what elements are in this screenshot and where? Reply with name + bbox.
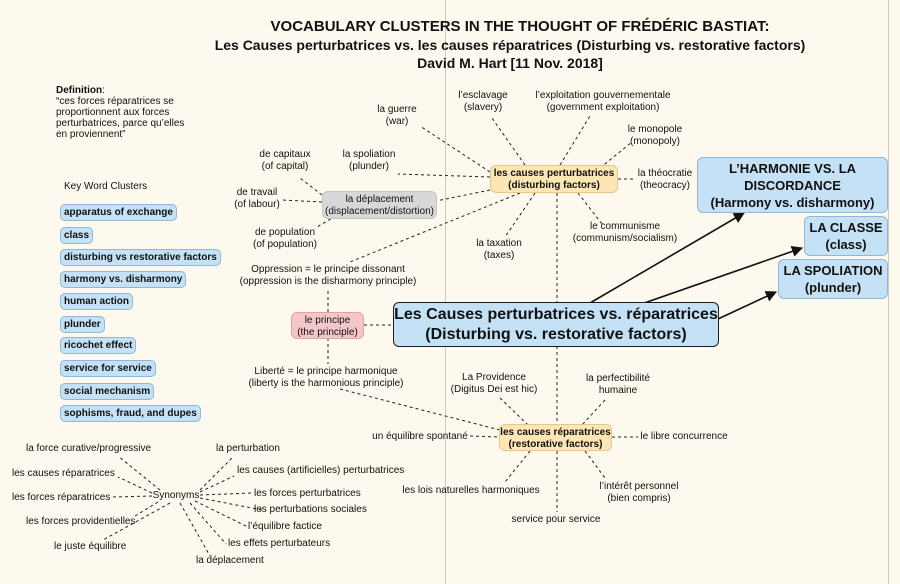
node-deplacement[interactable]: la déplacement (displacement/distortion) — [322, 191, 437, 219]
definition-quote-line: en proviennent” — [56, 129, 126, 140]
synonym-forces-providentielles: les forces providentielles — [26, 516, 136, 527]
keyword-plunder[interactable]: plunder — [60, 316, 105, 333]
node-spoliation[interactable]: LA SPOLIATION (plunder) — [778, 259, 888, 299]
label-guerre: la guerre(war) — [377, 104, 417, 127]
label-providence: La Providence(Digitus Dei est hic) — [450, 372, 538, 395]
definition-quote-line: perturbatrices, parce qu’elles — [56, 118, 185, 129]
label-service-pour-service: service pour service — [511, 514, 601, 525]
keyword-social-mechanism[interactable]: social mechanism — [60, 383, 155, 400]
synonym-deplacement: la déplacement — [196, 555, 264, 566]
keyword-disturbing-vs-restorative[interactable]: disturbing vs restorative factors — [60, 249, 221, 266]
synonym-causes-reparatrices: les causes réparatrices — [12, 468, 115, 479]
keyword-harmony-vs-disharmony[interactable]: harmony vs. disharmony — [60, 271, 187, 288]
label-liberte: Liberté = le principe harmonique(liberty… — [248, 366, 404, 389]
keyword-ricochet-effect[interactable]: ricochet effect — [60, 337, 137, 354]
synonym-effets-perturbateurs: les effets perturbateurs — [228, 538, 331, 549]
label-spoliation-plunder: la spoliation(plunder) — [342, 149, 396, 172]
label-libre-concurrence: le libre concurrence — [640, 431, 728, 442]
node-causes-perturbatrices[interactable]: les causes perturbatrices (disturbing fa… — [490, 165, 618, 193]
node-harmonie[interactable]: L’HARMONIE VS. LA DISCORDANCE (Harmony v… — [697, 157, 888, 213]
label-interet-personnel: l’intérêt personnel(bien compris) — [599, 481, 679, 504]
synonym-force-curative: la force curative/progressive — [26, 443, 152, 454]
keyword-sophisms-fraud-dupes[interactable]: sophisms, fraud, and dupes — [60, 405, 201, 422]
synonym-perturbations-sociales: les perturbations sociales — [254, 504, 367, 515]
synonym-forces-perturbatrices: les forces perturbatrices — [254, 488, 361, 499]
definition-heading: Definition: — [56, 85, 105, 96]
label-theocratie: la théocratie(theocracy) — [637, 168, 693, 191]
node-central[interactable]: Les Causes perturbatrices vs. réparatric… — [393, 302, 719, 347]
label-travail: de travail(of labour) — [234, 187, 280, 210]
definition-block: Definition: “ces forces réparatrices se … — [56, 85, 184, 140]
keyword-service-for-service[interactable]: service for service — [60, 360, 156, 377]
label-esclavage: l’esclavage(slavery) — [458, 90, 508, 113]
key-word-clusters-heading: Key Word Clusters — [64, 181, 148, 192]
label-taxation: la taxation(taxes) — [476, 238, 522, 261]
synonym-juste-equilibre: le juste équilibre — [54, 541, 127, 552]
synonym-perturbation: la perturbation — [216, 443, 280, 454]
title-line-3: David M. Hart [11 Nov. 2018] — [417, 55, 603, 71]
label-capitaux: de capitaux(of capital) — [259, 149, 311, 172]
synonym-equilibre-factice: l’équilibre factice — [248, 521, 322, 532]
definition-quote-line: “ces forces réparatrices se — [56, 96, 174, 107]
label-exploitation: l’exploitation gouvernementale(governmen… — [535, 90, 671, 113]
keyword-apparatus-of-exchange[interactable]: apparatus of exchange — [60, 204, 177, 221]
title-line-2: Les Causes perturbatrices vs. les causes… — [214, 37, 806, 53]
definition-quote-line: proportionnent aux forces — [56, 107, 170, 118]
synonym-causes-artificielles: les causes (artificielles) perturbatrice… — [237, 465, 405, 476]
label-population: de population(of population) — [253, 227, 317, 250]
node-causes-reparatrices[interactable]: les causes réparatrices (restorative fac… — [499, 424, 612, 451]
label-monopole: le monopole(monopoly) — [627, 124, 683, 147]
label-lois-naturelles: les lois naturelles harmoniques — [402, 485, 540, 496]
label-communisme: le communisme(communism/socialism) — [572, 221, 678, 244]
node-classe[interactable]: LA CLASSE (class) — [804, 216, 888, 256]
synonyms-center: Synonyms — [152, 490, 200, 501]
node-principe[interactable]: le principe (the principle) — [291, 312, 364, 339]
synonym-forces-reparatrices: les forces réparatrices — [12, 492, 111, 503]
label-equilibre-spontane: un équilibre spontané — [372, 431, 468, 442]
divider-line-center — [445, 0, 446, 584]
divider-line-right — [888, 0, 889, 584]
label-oppression: Oppression = le principe dissonant(oppre… — [239, 264, 417, 287]
title-line-1: VOCABULARY CLUSTERS IN THE THOUGHT OF FR… — [270, 18, 770, 35]
keyword-human-action[interactable]: human action — [60, 293, 134, 310]
keyword-class[interactable]: class — [60, 227, 94, 244]
